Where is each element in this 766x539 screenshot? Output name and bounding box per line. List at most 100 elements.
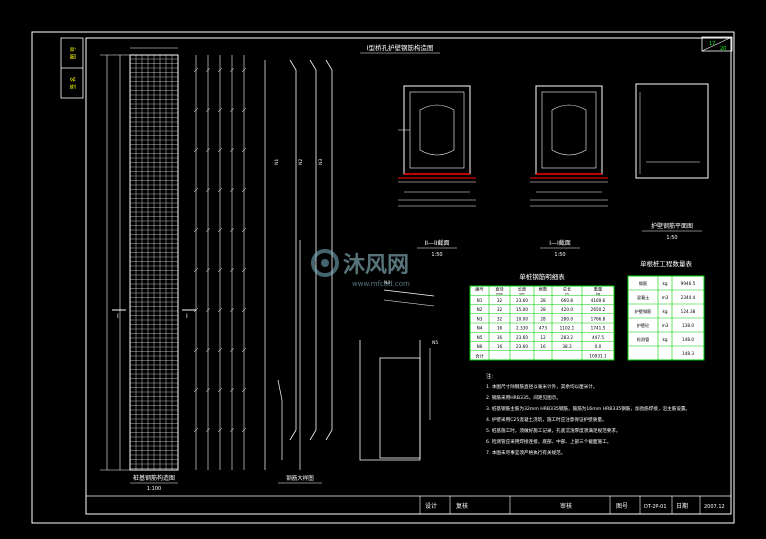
bar-table-cell: 1102.1 <box>560 326 575 331</box>
dim-tick <box>229 107 235 113</box>
dim-tick <box>205 227 211 233</box>
note-item: 4. 护壁采用C25混凝土浇筑，施工时应注意保证护壁质量。 <box>486 416 607 423</box>
bar-table-cell: N4 <box>477 326 483 331</box>
dim-tick <box>217 347 223 353</box>
bar-table-cell: 28 <box>540 316 546 321</box>
watermark-url: www.mfcad.com <box>352 280 410 288</box>
bar-table-cell: 15.00 <box>516 307 528 312</box>
bar-table-cell: 473 <box>539 326 547 331</box>
dim-tick <box>205 347 211 353</box>
qty-table-cell: 148.0 <box>682 337 694 342</box>
dim-tick <box>193 267 199 273</box>
qty-table-cell: kg <box>662 337 667 342</box>
section-2-scale: 1:50 <box>554 252 565 258</box>
note-item: 5. 桩基施工时，须做好施工记录，孔底沉渣厚度须满足规范要求。 <box>486 427 620 434</box>
sheet-total: 20 <box>720 46 726 52</box>
watermark-text: 沐风网 <box>343 253 409 278</box>
bar-table-cell: 16 <box>497 344 503 349</box>
dim-tick <box>241 267 247 273</box>
bar-table-unit: cm <box>519 292 525 296</box>
dim-tick <box>217 307 223 313</box>
qty-table-cell: m3 <box>662 323 669 328</box>
dim-tick <box>205 387 211 393</box>
dim-tick <box>193 187 199 193</box>
bar-table-cell: 32 <box>497 316 503 321</box>
tb-date: 2007.12 <box>704 504 725 510</box>
inner-frame <box>85 37 732 515</box>
bar-table-cell: 38.3 <box>562 344 572 349</box>
bar-table-grid <box>470 286 614 360</box>
bar-table-cell: 23.60 <box>516 298 528 303</box>
qty-table-cell: 钢筋 <box>639 280 647 287</box>
qty-table-cell: 138.0 <box>682 323 694 328</box>
bar-details: N1 N2 N3 钢筋大样图 <box>264 59 333 484</box>
qty-table-cell: 护壁砼 <box>637 322 650 329</box>
qty-table-cell: 检测管 <box>637 336 650 343</box>
section-1-scale: 1:50 <box>431 252 442 258</box>
tb-label-date: 日期 <box>676 502 688 510</box>
dim-tick <box>241 227 247 233</box>
qty-table-cell: 混凝土 <box>637 294 650 301</box>
bar-table-cell: 660.8 <box>561 298 573 303</box>
dim-tick <box>193 347 199 353</box>
dim-tick <box>205 67 211 73</box>
dim-tick <box>217 227 223 233</box>
watermark: 沐风网 www.mfcad.com <box>311 249 410 288</box>
side-tab-2: 签 名 <box>69 77 77 90</box>
note-item: 2. 钢筋采用HRB335，间距见图示。 <box>486 394 561 401</box>
bar-table-cell: 280.0 <box>561 316 573 321</box>
section-1-title: II—II截面 <box>424 239 449 247</box>
dimension-ticks <box>193 67 247 433</box>
title-block: 设计 复核 审核 图号 DT-2P-01 日期 2007.12 <box>86 495 731 514</box>
dim-tick <box>193 107 199 113</box>
notes-items: 1. 本图尺寸除钢筋直径以毫米计外，其余均以厘米计。 2. 钢筋采用HRB335，… <box>486 383 690 456</box>
bar-table-cell: 23.60 <box>516 344 528 349</box>
note-item: 1. 本图尺寸除钢筋直径以毫米计外，其余均以厘米计。 <box>486 383 598 390</box>
bar-table-cell: N2 <box>477 307 483 312</box>
dim-tick <box>193 147 199 153</box>
dim-tick <box>229 67 235 73</box>
dim-tick <box>193 67 199 73</box>
bar-table-header: 编号 <box>475 286 483 293</box>
dim-tick <box>229 267 235 273</box>
bar-table-cell: N3 <box>477 316 483 321</box>
bar-table-unit: m <box>565 292 569 296</box>
tb-label-drawing-no: 图号 <box>616 503 628 510</box>
tb-label-design: 设计 <box>425 502 437 510</box>
dim-tick <box>229 347 235 353</box>
dim-tick <box>241 427 247 433</box>
dim-tick <box>217 267 223 273</box>
dim-tick <box>217 67 223 73</box>
bar-table-cell: 32 <box>497 298 503 303</box>
section-mark-right: I <box>186 313 188 320</box>
bar-table-cell: 1741.5 <box>591 326 606 331</box>
dim-tick <box>205 427 211 433</box>
bar-table-cell: N5 <box>477 335 483 340</box>
dim-tick <box>217 107 223 113</box>
plan-scale: 1:50 <box>666 235 677 241</box>
qty-table-title: 单根桩工程数量表 <box>640 259 693 268</box>
dim-tick <box>205 107 211 113</box>
dim-tick <box>217 427 223 433</box>
bar-table-total-value: 10931.1 <box>589 353 607 358</box>
dim-tick <box>241 107 247 113</box>
bar-table-cell: 12 <box>540 335 546 340</box>
bar-table-unit: kg <box>596 292 600 296</box>
plan-title: 护壁钢筋平面图 <box>651 222 693 230</box>
bar-table-header: 长度 <box>518 286 527 293</box>
bar-table-title: 单桩钢筋明细表 <box>519 272 565 281</box>
pile-elevation: I I 桩基钢筋构造图 1:100 <box>100 47 247 492</box>
cage-grid <box>130 55 178 470</box>
qty-table-cell: kg <box>662 281 667 286</box>
dim-tick <box>217 147 223 153</box>
dim-tick <box>229 307 235 313</box>
bar-table-total-label: 合计 <box>475 352 483 359</box>
dim-tick <box>229 147 235 153</box>
bar-table-cell: 2.330 <box>516 326 528 331</box>
dim-tick <box>205 187 211 193</box>
note-item: 6. 检测管应采用焊接连接，底部、中部、上部三个截面施工。 <box>486 438 611 445</box>
